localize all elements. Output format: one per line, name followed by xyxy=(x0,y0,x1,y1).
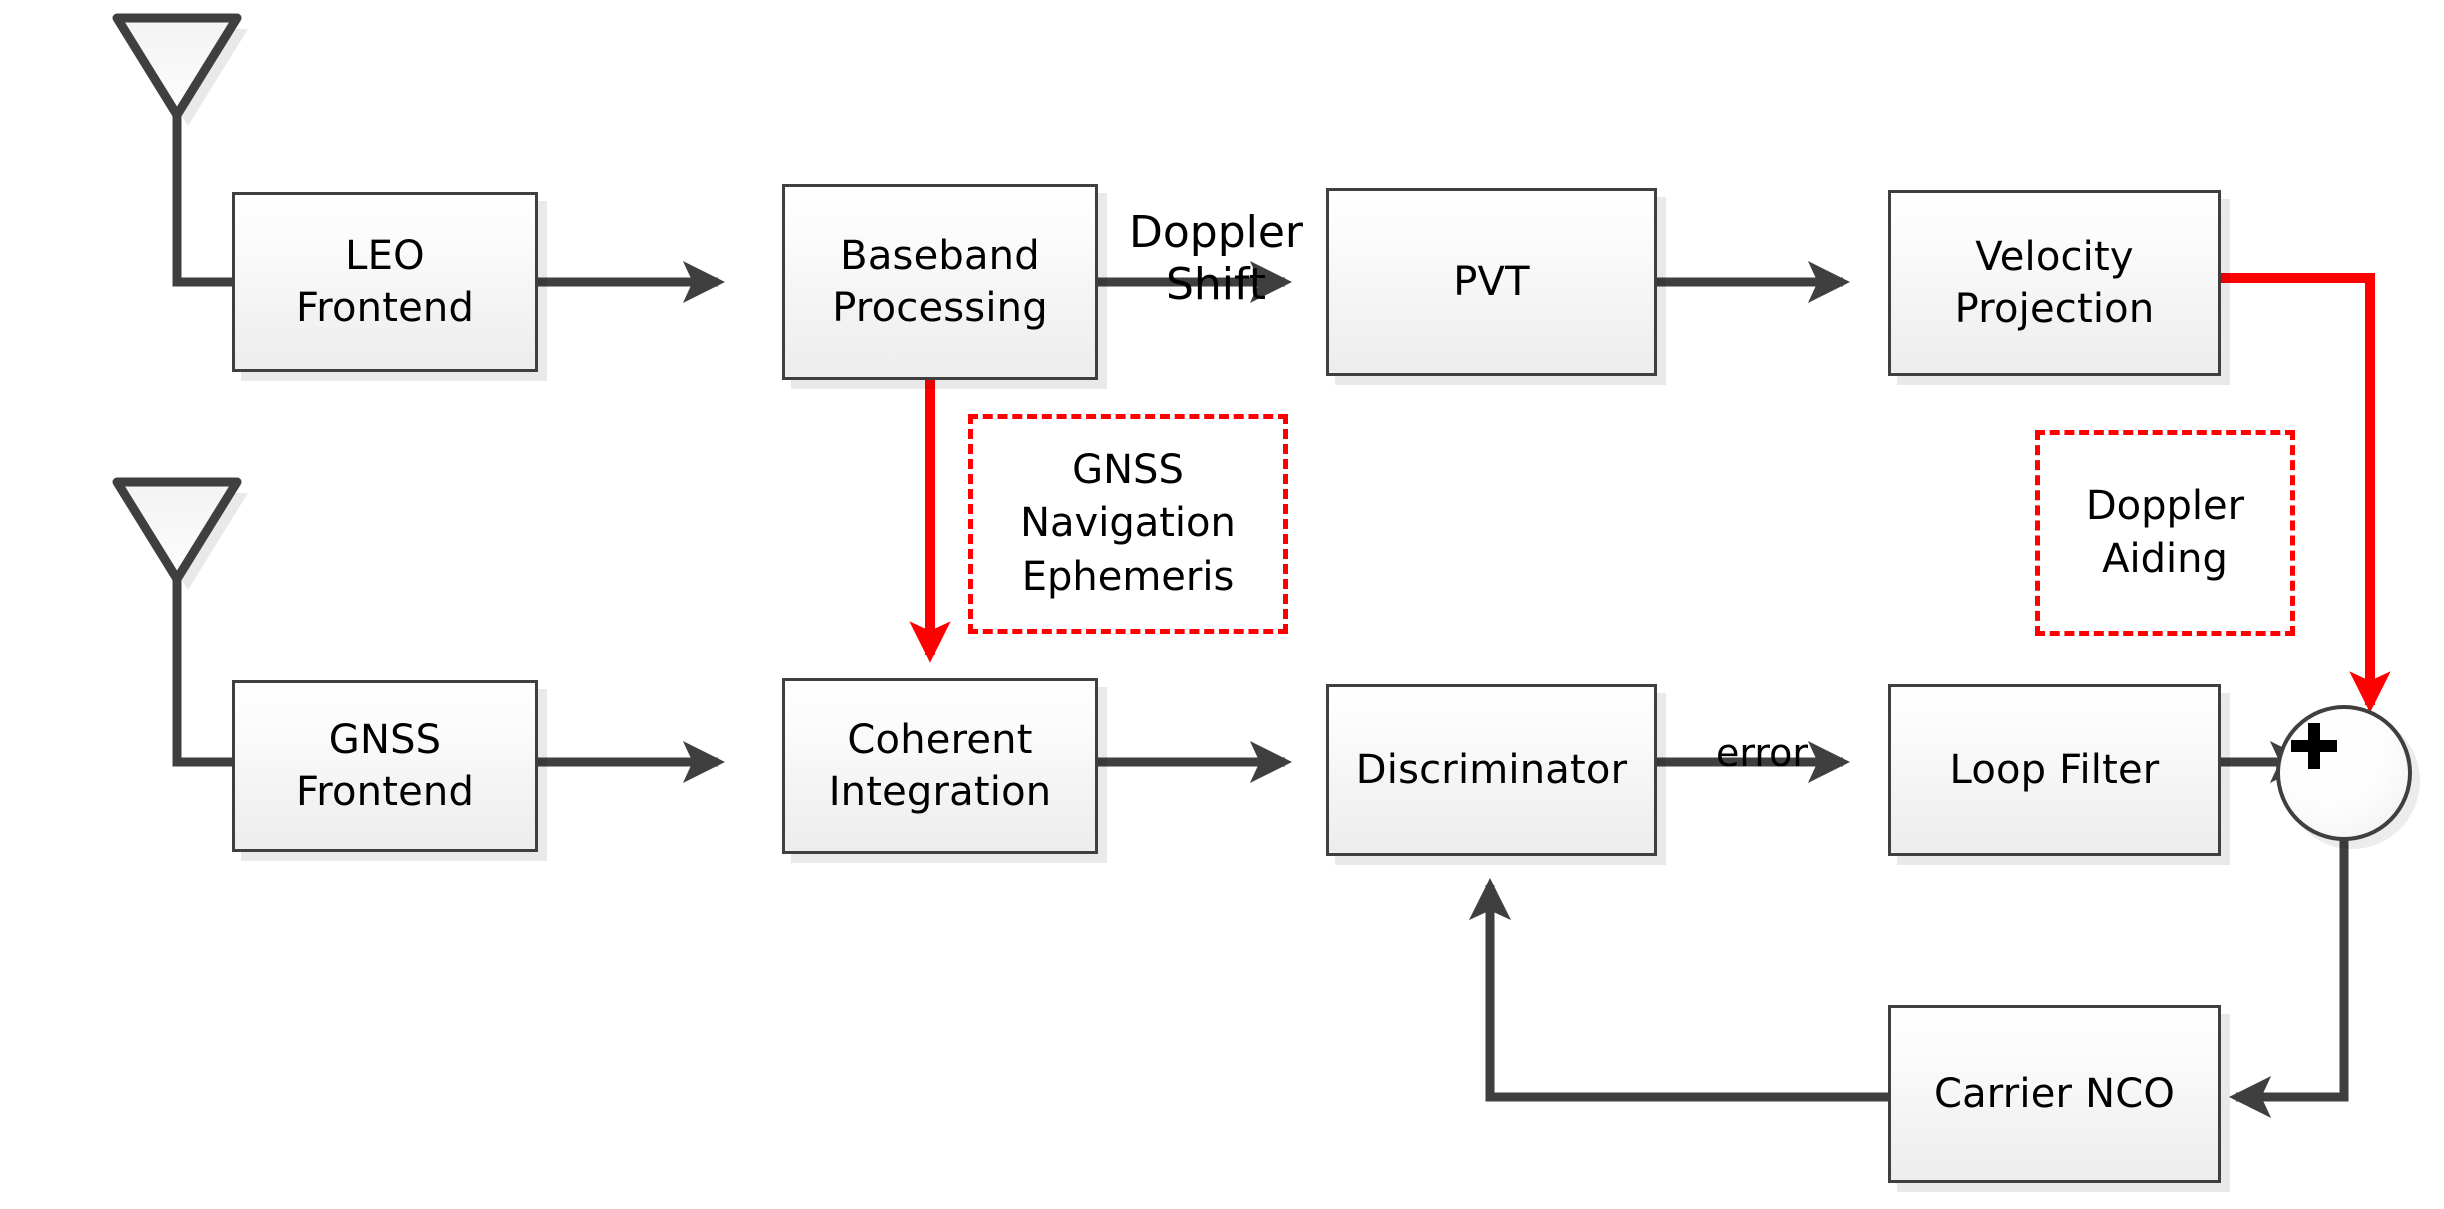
block-pvt-label: PVT xyxy=(1453,259,1530,305)
wire-sum-to-carrier-nco xyxy=(2228,826,2349,1119)
block-baseband-processing-label: Baseband Processing xyxy=(832,233,1048,331)
block-gnss-frontend-label: GNSS Frontend xyxy=(295,717,475,815)
annotation-gnss-navigation-ephemeris-label: GNSS Navigation Ephemeris xyxy=(1020,447,1236,600)
block-leo-frontend-label: LEO Frontend xyxy=(295,233,475,331)
edge-label-doppler-shift: Doppler Shift xyxy=(1096,155,1336,311)
annotation-doppler-aiding-label: Doppler Aiding xyxy=(2085,482,2245,582)
wire-carrier-nco-to-discriminator xyxy=(1468,877,1888,1102)
annotation-doppler-aiding: Doppler Aiding xyxy=(2035,430,2295,636)
block-loop-filter[interactable]: Loop Filter xyxy=(1888,684,2221,856)
wire-velocity-projection-to-sum-red xyxy=(2221,273,2391,713)
block-velocity-projection[interactable]: Velocity Projection xyxy=(1888,190,2221,376)
gnss-antenna-icon xyxy=(112,477,248,767)
block-leo-frontend[interactable]: LEO Frontend xyxy=(232,192,538,372)
block-baseband-processing[interactable]: Baseband Processing xyxy=(782,184,1098,380)
block-discriminator-label: Discriminator xyxy=(1355,747,1628,793)
block-pvt[interactable]: PVT xyxy=(1326,188,1657,376)
annotation-gnss-navigation-ephemeris: GNSS Navigation Ephemeris xyxy=(968,414,1288,634)
edge-label-error-text: error xyxy=(1716,730,1808,775)
plus-icon-vertical xyxy=(2308,723,2320,769)
leo-antenna-icon xyxy=(112,13,248,287)
block-coherent-integration[interactable]: Coherent Integration xyxy=(782,678,1098,854)
block-carrier-nco-label: Carrier NCO xyxy=(1933,1071,2176,1117)
edge-label-doppler-shift-text: Doppler Shift xyxy=(1128,206,1304,310)
block-carrier-nco[interactable]: Carrier NCO xyxy=(1888,1005,2221,1183)
block-coherent-integration-label: Coherent Integration xyxy=(828,717,1052,815)
block-discriminator[interactable]: Discriminator xyxy=(1326,684,1657,856)
block-velocity-projection-label: Velocity Projection xyxy=(1954,234,2155,332)
block-loop-filter-label: Loop Filter xyxy=(1949,747,2160,793)
summing-junction[interactable] xyxy=(2276,705,2412,841)
edge-label-error: error xyxy=(1672,686,1852,776)
block-gnss-frontend[interactable]: GNSS Frontend xyxy=(232,680,538,852)
